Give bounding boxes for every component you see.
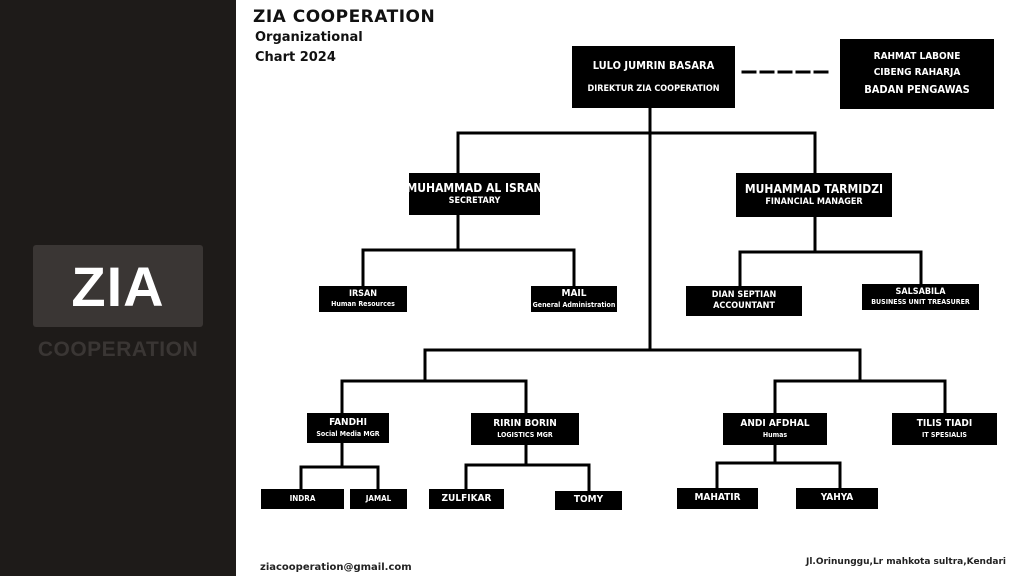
treasurer-box: SALSABILA BUSINESS UNIT TREASURER	[862, 284, 979, 310]
irsan-box: IRSAN Human Resources	[319, 286, 407, 312]
director-name: LULO JUMRIN BASARA	[592, 58, 715, 72]
tomy-name: TOMY	[573, 494, 604, 506]
ririn-box: RIRIN BORIN LOGISTICS MGR	[471, 413, 579, 445]
supervisory-board-box: RAHMAT LABONE CIBENG RAHARJA BADAN PENGA…	[840, 39, 994, 109]
tomy-box: TOMY	[555, 491, 622, 510]
andi-box: ANDI AFDHAL Humas	[723, 413, 827, 445]
zulfikar-box: ZULFIKAR	[429, 489, 504, 509]
mahatir-box: MAHATIR	[677, 488, 758, 509]
director-box: LULO JUMRIN BASARA DIREKTUR ZIA COOPERAT…	[572, 46, 735, 108]
page-title: ZIA COOPERATION	[253, 7, 436, 27]
board-member-2: CIBENG RAHARJA	[873, 67, 961, 78]
logo-text: ZIA	[71, 254, 165, 318]
dian-name: DIAN SEPTIAN	[711, 289, 777, 300]
finance-name: MUHAMMAD TARMIDZI	[744, 181, 884, 196]
secretary-box: MUHAMMAD AL ISRAN SECRETARY	[406, 173, 543, 215]
andi-name: ANDI AFDHAL	[740, 418, 810, 430]
mail-role: General Administration	[532, 300, 616, 309]
dian-role: ACCOUNTANT	[713, 301, 775, 311]
ririn-name: RIRIN BORIN	[493, 418, 557, 430]
salsabila-role: BUSINESS UNIT TREASURER	[871, 298, 970, 307]
jamal-box: JAMAL	[350, 489, 407, 509]
salsabila-name: SALSABILA	[895, 287, 946, 297]
financial-manager-box: MUHAMMAD TARMIDZI FINANCIAL MANAGER	[736, 173, 892, 217]
irsan-name: IRSAN	[348, 289, 378, 299]
yahya-name: YAHYA	[820, 492, 854, 504]
secretary-name: MUHAMMAD AL ISRAN	[406, 180, 543, 195]
chart-subtitle-line2: Chart 2024	[255, 50, 336, 65]
indra-box: INDRA	[261, 489, 344, 509]
indra-name: INDRA	[289, 494, 316, 503]
footer-email: ziacooperation@gmail.com	[260, 562, 412, 573]
mail-box: MAIL General Administration	[531, 286, 617, 312]
fandhi-name: FANDHI	[329, 417, 367, 429]
footer-address: Jl.Orinunggu,Lr mahkota sultra,Kendari	[805, 557, 1006, 567]
logo-subtitle: COOPERATION	[37, 338, 199, 361]
ririn-role: LOGISTICS MGR	[497, 430, 553, 439]
sidebar-panel: ZIA COOPERATION	[0, 0, 236, 576]
zulfikar-name: ZULFIKAR	[441, 492, 492, 504]
accountant-box: DIAN SEPTIAN ACCOUNTANT	[686, 286, 802, 316]
irsan-role: Human Resources	[331, 300, 395, 309]
mahatir-name: MAHATIR	[694, 492, 741, 504]
andi-role: Humas	[762, 430, 788, 439]
jamal-name: JAMAL	[365, 494, 392, 503]
chart-subtitle-line1: Organizational	[255, 30, 363, 45]
board-label: BADAN PENGAWAS	[864, 83, 970, 96]
fandhi-box: FANDHI Social Media MGR	[307, 413, 389, 443]
tilis-name: TILIS TIADI	[916, 418, 973, 430]
tilis-box: TILIS TIADI IT SPESIALIS	[892, 413, 997, 445]
mail-name: MAIL	[561, 288, 587, 300]
zia-logo: ZIA	[33, 245, 203, 327]
finance-role: FINANCIAL MANAGER	[765, 196, 863, 207]
director-role: DIREKTUR ZIA COOPERATION	[587, 84, 720, 95]
yahya-box: YAHYA	[796, 488, 878, 509]
secretary-role: SECRETARY	[448, 195, 501, 206]
board-member-1: RAHMAT LABONE	[873, 51, 961, 62]
fandhi-role: Social Media MGR	[316, 429, 380, 438]
tilis-role: IT SPESIALIS	[922, 430, 967, 439]
